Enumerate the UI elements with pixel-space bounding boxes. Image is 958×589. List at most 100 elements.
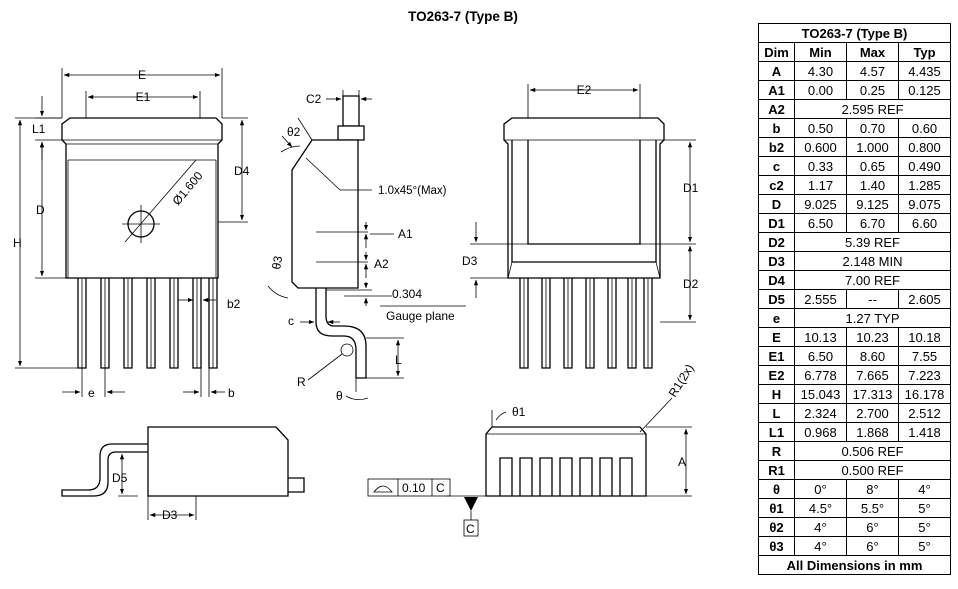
min-cell: 4.5° xyxy=(794,498,847,518)
ref-value-cell: 0.500 REF xyxy=(793,460,952,480)
label-R1: R1(2x) xyxy=(666,362,697,400)
typ-cell: 4° xyxy=(897,479,952,499)
min-cell: 6.778 xyxy=(794,365,847,385)
dim-cell: b xyxy=(758,118,795,138)
top-view-body xyxy=(61,117,223,279)
dim-cell: A xyxy=(758,61,795,81)
max-cell: -- xyxy=(846,289,899,309)
ref-value-cell: 7.00 REF xyxy=(793,270,952,290)
label-D2: D2 xyxy=(683,277,699,291)
typ-cell: 7.55 xyxy=(897,346,952,366)
dim-cell: θ xyxy=(758,479,795,499)
label-E2: E2 xyxy=(577,83,592,97)
front-view-lead-slots xyxy=(499,457,633,496)
dim-cell: e xyxy=(758,308,795,328)
ref-value-cell: 1.27 TYP xyxy=(793,308,952,328)
label-D5: D5 xyxy=(112,471,128,485)
dim-cell: D5 xyxy=(758,289,795,309)
table-title: TO263-7 (Type B) xyxy=(757,23,952,43)
dim-cell: L xyxy=(758,403,795,423)
label-c: c xyxy=(288,314,294,328)
top-view-leads xyxy=(77,278,218,369)
ref-value-cell: 5.39 REF xyxy=(793,232,952,252)
typ-cell: 16.178 xyxy=(897,384,952,404)
label-D4: D4 xyxy=(234,164,250,178)
label-theta1: θ1 xyxy=(512,405,526,419)
typ-cell: 0.490 xyxy=(897,156,952,176)
typ-cell: 0.125 xyxy=(897,80,952,100)
chamfer-label: 1.0x45°(Max) xyxy=(378,185,447,197)
dim-cell: c xyxy=(758,156,795,176)
typ-cell: 2.605 xyxy=(897,289,952,309)
dim-cell: θ2 xyxy=(758,517,795,537)
max-cell: 2.700 xyxy=(846,403,899,423)
label-theta2: θ2 xyxy=(287,125,301,139)
dim-cell: D2 xyxy=(758,232,795,252)
max-cell: 0.25 xyxy=(846,80,899,100)
max-cell: 4.57 xyxy=(846,61,899,81)
label-theta3: θ3 xyxy=(269,255,285,271)
header-typ: Typ xyxy=(897,42,952,62)
bottom-view-leads xyxy=(519,278,653,369)
typ-cell: 0.800 xyxy=(897,137,952,157)
max-cell: 9.125 xyxy=(846,194,899,214)
label-R: R xyxy=(297,375,306,389)
label-b2: b2 xyxy=(227,297,241,311)
dim-cell: E xyxy=(758,327,795,347)
min-cell: 0.600 xyxy=(794,137,847,157)
min-cell: 2.555 xyxy=(794,289,847,309)
dim-cell: θ3 xyxy=(758,536,795,556)
dim-cell: R xyxy=(758,441,795,461)
min-cell: 0° xyxy=(794,479,847,499)
ref-value-cell: 2.595 REF xyxy=(793,99,952,119)
label-e: e xyxy=(88,386,95,400)
min-cell: 2.324 xyxy=(794,403,847,423)
dim-cell: D3 xyxy=(758,251,795,271)
label-D: D xyxy=(36,203,45,217)
label-theta: θ xyxy=(336,389,343,403)
flatness-value: 0.10 xyxy=(402,481,426,495)
datum-triangle-icon xyxy=(464,497,478,511)
dim-cell: R1 xyxy=(758,460,795,480)
label-L1: L1 xyxy=(32,122,46,136)
typ-cell: 5° xyxy=(897,536,952,556)
gauge-value: 0.304 xyxy=(392,287,422,301)
dim-cell: D xyxy=(758,194,795,214)
gauge-plane-label: Gauge plane xyxy=(386,309,455,323)
label-b: b xyxy=(228,386,235,400)
max-cell: 8° xyxy=(846,479,899,499)
typ-cell: 4.435 xyxy=(897,61,952,81)
min-cell: 4.30 xyxy=(794,61,847,81)
ref-value-cell: 0.506 REF xyxy=(793,441,952,461)
profile-symbol-icon xyxy=(373,485,393,493)
label-A1: A1 xyxy=(398,227,413,241)
min-cell: 15.043 xyxy=(794,384,847,404)
dim-cell: c2 xyxy=(758,175,795,195)
typ-cell: 9.075 xyxy=(897,194,952,214)
front-view: θ1 R1(2x) A 0.10 C C xyxy=(367,362,697,537)
label-C2: C2 xyxy=(306,92,322,106)
header-min: Min xyxy=(794,42,847,62)
min-cell: 6.50 xyxy=(794,213,847,233)
max-cell: 17.313 xyxy=(846,384,899,404)
dim-cell: θ1 xyxy=(758,498,795,518)
dim-cell: E1 xyxy=(758,346,795,366)
